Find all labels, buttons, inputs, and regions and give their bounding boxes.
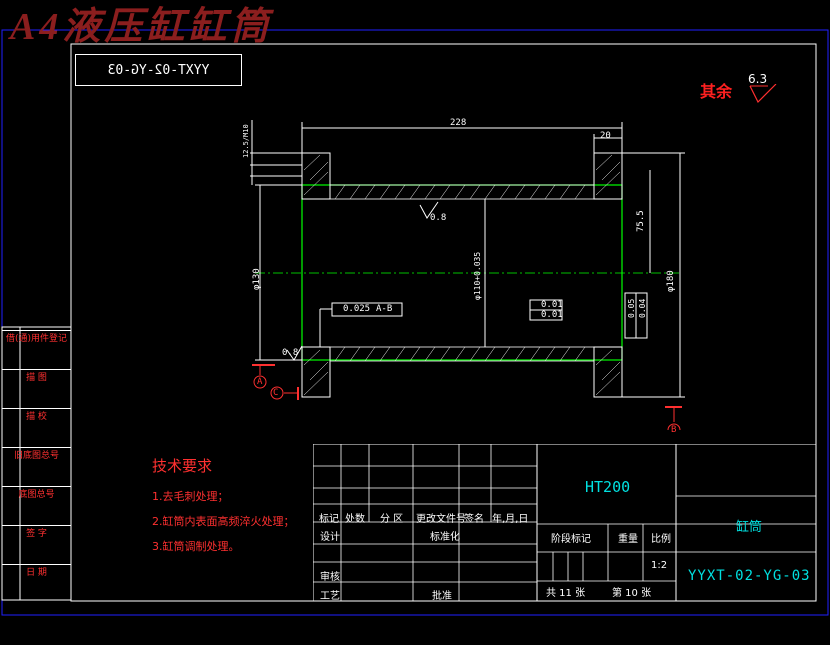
tb-approve: 批准 bbox=[432, 591, 452, 602]
tb-stage-mark: 阶段标记 bbox=[551, 534, 591, 545]
tb-scale: 1:2 bbox=[651, 560, 668, 571]
side-label-base-number: 底图总号 bbox=[2, 486, 71, 503]
title-block bbox=[313, 444, 817, 602]
tb-header-date: 年,月,日 bbox=[492, 514, 529, 525]
side-label-signature: 签 字 bbox=[2, 525, 71, 542]
datum-b: B bbox=[671, 425, 677, 435]
tb-weight: 重量 bbox=[618, 534, 638, 545]
tb-drawing-number: YYXT-02-YG-03 bbox=[688, 568, 811, 584]
tb-scale-label: 比例 bbox=[651, 534, 671, 545]
side-label-date: 日 期 bbox=[2, 564, 71, 581]
tb-header-mark: 标记 bbox=[319, 514, 339, 525]
tb-design: 设计 bbox=[320, 532, 340, 543]
mirrored-code-box: YYXT-02-YG-03 bbox=[75, 54, 242, 86]
dim-top-small: 12.5/M10 bbox=[242, 124, 250, 158]
tech-requirements-title: 技术要求 bbox=[152, 457, 213, 475]
tb-total-sheets: 共 11 张 bbox=[546, 588, 586, 599]
dim-end-width: 20 bbox=[600, 131, 611, 141]
tb-header-signature: 签名 bbox=[464, 514, 484, 525]
dim-bore-roughness: 0.8 bbox=[430, 213, 447, 223]
position-tolerance-value: 0.025 bbox=[343, 304, 371, 314]
tb-header-zone: 分 区 bbox=[380, 514, 404, 525]
tb-sheet-number: 第 10 张 bbox=[612, 588, 652, 599]
runout-2: 0.04 bbox=[638, 298, 647, 318]
datum-c: C bbox=[273, 388, 279, 398]
side-label-trace-check: 描 校 bbox=[2, 408, 71, 425]
dim-outer-diameter: φ130 bbox=[252, 268, 262, 290]
dim-length: 228 bbox=[450, 118, 467, 128]
tech-line-2: 2.缸筒内表面高频淬火处理； bbox=[152, 515, 295, 528]
dim-half-height: 75.5 bbox=[636, 210, 646, 232]
tb-material: HT200 bbox=[585, 478, 631, 496]
dim-flange-diameter: φ180 bbox=[666, 270, 676, 292]
position-tolerance-ref: A-B bbox=[376, 304, 393, 314]
side-label-registry: 借(通)用件登记 bbox=[2, 330, 71, 347]
datum-a: A bbox=[257, 377, 263, 387]
roughness-label: 其余 bbox=[700, 82, 733, 101]
runout-1: 0.05 bbox=[627, 298, 636, 318]
side-label-old-number: 旧底图总号 bbox=[2, 447, 71, 464]
tb-header-change-doc: 更改文件号 bbox=[416, 514, 466, 525]
banner-title: A4液压缸缸筒 bbox=[10, 6, 273, 48]
tb-header-count: 处数 bbox=[345, 514, 365, 525]
dim-inner-diameter: φ110+0.035 bbox=[473, 251, 482, 300]
cylinder-drawing bbox=[250, 120, 685, 430]
tech-line-3: 3.缸筒调制处理。 bbox=[152, 540, 240, 553]
roughness-value: 6.3 bbox=[748, 72, 768, 86]
dim-side-roughness: 0.8 bbox=[282, 348, 299, 358]
perpendicularity-2: 0.01 bbox=[541, 310, 563, 320]
roughness-symbol-icon bbox=[749, 84, 777, 104]
tb-part-name: 缸筒 bbox=[736, 520, 763, 535]
tb-check: 审核 bbox=[320, 572, 340, 583]
side-label-trace: 描 图 bbox=[2, 369, 71, 386]
tb-standard: 标准化 bbox=[430, 532, 460, 543]
perpendicularity-1: 0.01 bbox=[541, 300, 563, 310]
tb-process: 工艺 bbox=[320, 591, 340, 602]
tech-line-1: 1.去毛刺处理； bbox=[152, 490, 229, 503]
